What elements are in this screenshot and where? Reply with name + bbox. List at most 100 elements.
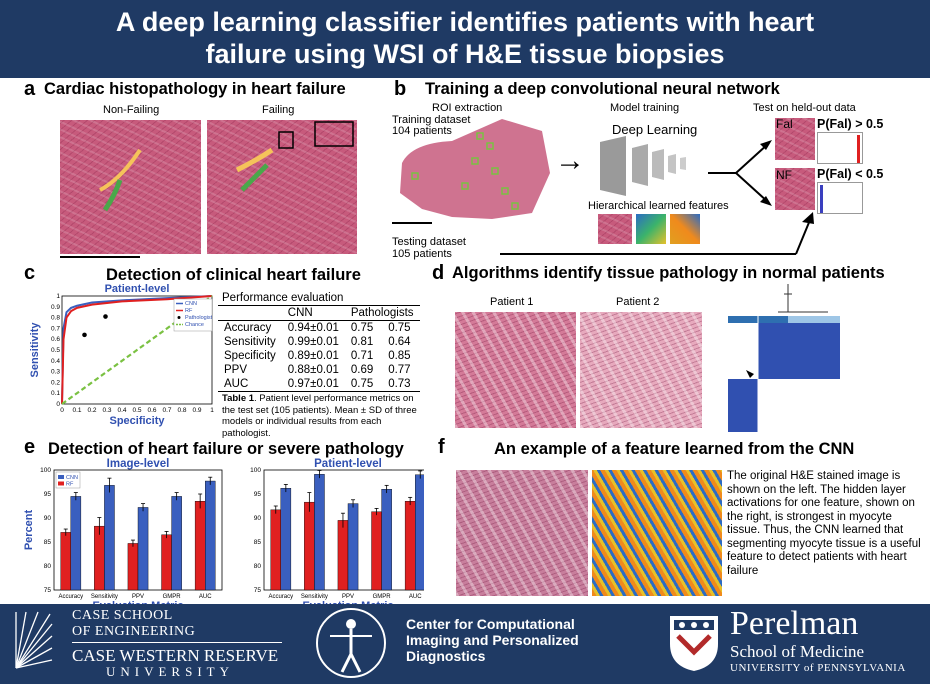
dendrogram-heatmap xyxy=(728,282,840,432)
bar-cnn xyxy=(137,507,149,591)
roc-x-tick-label: 0.2 xyxy=(87,407,96,414)
roc-y-tick-label: 0.9 xyxy=(51,304,60,311)
panel-b-title: Training a deep convolutional neural net… xyxy=(425,80,780,98)
penn-shield-logo xyxy=(670,616,718,671)
roc-legend-label: Pathologist xyxy=(185,315,213,321)
panel-a-title: Cardiac histopathology in heart failure xyxy=(44,80,346,98)
nf-tile-image xyxy=(775,168,815,210)
center-name-line2: Imaging and Personalized xyxy=(406,632,579,648)
bar-cnn xyxy=(314,474,325,591)
bar-y-axis-label: Percent xyxy=(23,509,35,550)
panel-d-title: Algorithms identify tissue pathology in … xyxy=(452,264,885,282)
table-note-text: . Patient level performance metrics on t… xyxy=(222,393,417,439)
testing-arrow xyxy=(500,210,820,262)
table-cell: 0.69 xyxy=(350,364,374,376)
bar-category-label: Sensitivity xyxy=(301,594,328,600)
roc-x-tick-label: 1 xyxy=(210,407,214,414)
fal-histogram xyxy=(817,132,863,164)
school-of-medicine: School of Medicine xyxy=(730,642,865,661)
bar-cnn xyxy=(414,474,424,591)
roc-x-tick-label: 0.5 xyxy=(132,407,141,414)
panel-a-label-failing: Failing xyxy=(262,104,295,116)
bar-rf xyxy=(304,501,315,591)
bar-y-tick-label: 90 xyxy=(254,515,262,522)
hierarchical-features-label: Hierarchical learned features xyxy=(588,200,729,212)
cwru-sunburst-logo xyxy=(15,611,53,669)
roc-y-tick-label: 0 xyxy=(56,401,60,408)
he-stained-image xyxy=(456,470,588,596)
bar-y-tick-label: 95 xyxy=(254,491,262,498)
legend-swatch xyxy=(58,475,64,479)
legend-swatch xyxy=(58,481,64,486)
bar-rf xyxy=(194,501,206,591)
roc-y-axis-label: Sensitivity xyxy=(29,322,41,378)
cwru-line2: UNIVERSITY xyxy=(106,664,234,679)
table-cell: Accuracy xyxy=(224,322,272,334)
nf-label: NF xyxy=(776,168,792,182)
scale-bar-a xyxy=(60,256,140,258)
patient1-label: Patient 1 xyxy=(490,296,534,308)
roc-x-tick-label: 0 xyxy=(60,407,64,414)
table-cell: 0.75 xyxy=(350,378,374,390)
table-cell: 0.97±0.01 xyxy=(287,378,339,390)
poster-title-line2: failure using WSI of H&E tissue biopsies xyxy=(205,39,725,69)
table-cell: 0.71 xyxy=(350,350,374,362)
table-note-bold: Table 1 xyxy=(222,393,255,404)
bar-rf xyxy=(270,509,282,591)
roc-y-tick-label: 0.3 xyxy=(51,369,60,376)
nf-histogram xyxy=(817,182,863,214)
table-caption: Performance evaluation xyxy=(222,292,344,304)
deep-learning-label: Deep Learning xyxy=(612,122,698,137)
table-cell: 0.75 xyxy=(388,322,411,334)
roc-x-tick-label: 0.3 xyxy=(102,407,111,414)
roc-legend-label: CNN xyxy=(185,301,197,307)
table-cell: 0.64 xyxy=(388,336,411,348)
roc-x-axis-label: Specificity xyxy=(109,415,165,427)
roc-title: Patient-level xyxy=(105,283,170,295)
roc-y-tick-label: 0.4 xyxy=(51,358,60,365)
bar-category-label: GMPR xyxy=(373,594,392,600)
fal-tile-image xyxy=(775,118,815,160)
bar-category-label: Accuracy xyxy=(268,594,293,600)
testing-count-label: 105 patients xyxy=(392,248,452,260)
roc-y-tick-label: 0.2 xyxy=(51,379,60,386)
panel-f-title: An example of a feature learned from the… xyxy=(494,440,855,458)
bar-y-tick-label: 100 xyxy=(40,467,51,474)
roc-legend-label: Chance xyxy=(185,322,204,328)
fal-label: Fal xyxy=(776,117,793,131)
roc-y-tick-label: 0.1 xyxy=(51,390,60,397)
table-cell: Sensitivity xyxy=(224,336,276,348)
p-fal-high-label: P(Fal) > 0.5 xyxy=(817,117,884,131)
bar-y-tick-label: 80 xyxy=(254,563,262,570)
bar-cnn xyxy=(171,496,182,591)
roc-x-tick-label: 0.9 xyxy=(192,407,201,414)
table-cell: 0.89±0.01 xyxy=(287,350,339,362)
table-cell: 0.99±0.01 xyxy=(287,336,339,348)
table-note: Table 1. Patient level performance metri… xyxy=(222,393,422,439)
roc-y-tick-label: 0.6 xyxy=(51,336,60,343)
table-cell: PPV xyxy=(224,364,248,376)
bar-category-label: GMPR xyxy=(163,594,182,600)
roc-x-tick-label: 0.1 xyxy=(72,407,81,414)
pathologist-point xyxy=(103,314,108,319)
scale-bar-b xyxy=(392,222,432,224)
panel-f-description: The original H&E stained image is shown … xyxy=(727,470,921,577)
bar-category-label: PPV xyxy=(342,594,354,600)
cwru-line1: CASE WESTERN RESERVE xyxy=(72,646,279,665)
panel-b-letter: b xyxy=(394,78,407,100)
roc-series-cnn xyxy=(61,295,213,405)
table-header-cell xyxy=(218,306,282,321)
training-dataset-label: Training dataset xyxy=(392,114,471,126)
bar-cnn xyxy=(347,503,359,591)
case-school-line1: CASE SCHOOL xyxy=(72,608,173,623)
bar-category-label: Accuracy xyxy=(58,594,83,600)
failing-tissue-image xyxy=(207,120,357,254)
branch-arrows xyxy=(706,140,776,206)
bar-y-tick-label: 95 xyxy=(44,491,52,498)
roc-x-tick-label: 0.8 xyxy=(177,407,186,414)
